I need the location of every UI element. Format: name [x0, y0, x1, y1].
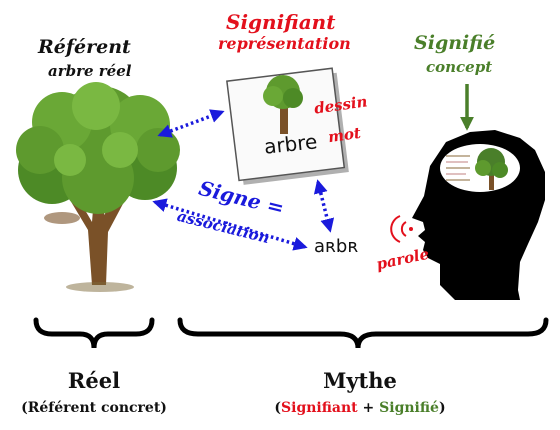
- mythe-title: Mythe: [323, 368, 397, 393]
- referent-subtitle: arbre réel: [48, 62, 132, 80]
- curly-brace-icon: [33, 317, 155, 349]
- phonetic-word: aʀbʀ: [314, 236, 359, 257]
- sound-wave-icon: [390, 215, 413, 243]
- signifiant-title: Signifiant: [226, 10, 336, 34]
- signifie-subtitle: concept: [426, 58, 493, 76]
- brain-tree-icon: [440, 144, 520, 192]
- referent-title: Référent: [38, 36, 131, 58]
- mythe-signifiant: Signifiant: [281, 400, 358, 416]
- arrow-referent-signifiant: [157, 109, 225, 138]
- reel-subtitle: (Référent concret): [21, 400, 167, 416]
- mythe-close-paren: ): [438, 400, 446, 416]
- signifie-title: Signifié: [414, 32, 496, 54]
- tree-icon: [16, 82, 180, 292]
- arrow-card-phonetic: [313, 179, 335, 233]
- signifiant-subtitle: représentation: [218, 34, 351, 53]
- mythe-subtitle: (Signifiant + Signifié): [230, 400, 490, 416]
- reel-title: Réel: [67, 368, 121, 393]
- curly-brace-icon: [177, 317, 549, 349]
- mythe-signifie: Signifié: [379, 400, 439, 416]
- arrow-signe: [152, 198, 308, 251]
- mythe-open-paren: (: [274, 400, 282, 416]
- mythe-plus: +: [357, 400, 380, 416]
- card-tree-icon: [263, 75, 303, 134]
